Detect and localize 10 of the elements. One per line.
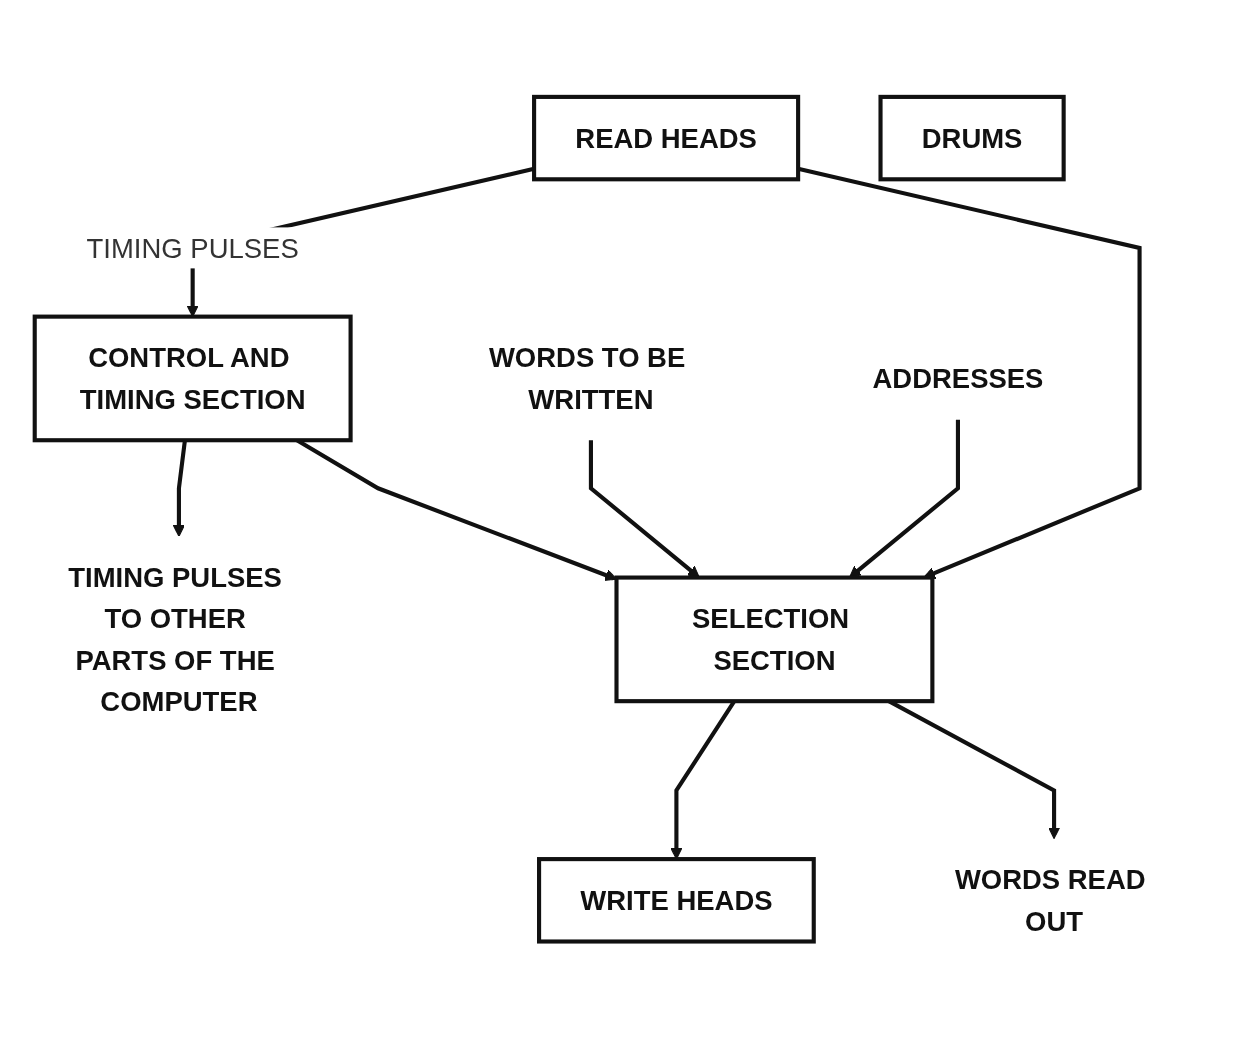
node-box: CONTROL AND TIMING SECTION [32, 314, 353, 443]
node-text: TIMING PULSES TO OTHER PARTS OF THE COMPUTER [68, 562, 282, 717]
node-box: SELECTION SECTION [614, 575, 935, 704]
edge-label: TIMING PULSES [86, 232, 299, 264]
node-text: ADDRESSES [872, 363, 1044, 394]
node-box: READ HEADS [532, 94, 801, 182]
node-text: WORDS TO BE WRITTEN [488, 342, 686, 415]
node-box: DRUMS [878, 94, 1066, 182]
node-text: WORDS READ OUT [954, 864, 1146, 937]
node-box: WRITE HEADS [537, 857, 816, 944]
